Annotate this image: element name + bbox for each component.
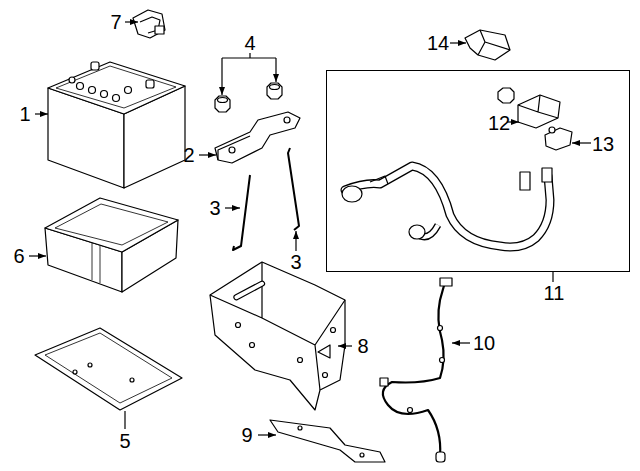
support-plate	[270, 420, 385, 462]
callout-number: 11	[544, 283, 565, 303]
assembly-box: 121311	[326, 70, 630, 272]
callout-number: 8	[357, 336, 368, 356]
callout-number: 4	[244, 33, 255, 53]
leader-lines	[29, 22, 591, 435]
callout-number: 13	[592, 134, 614, 154]
callout-number: 3	[290, 252, 301, 272]
battery-bracket	[210, 262, 345, 410]
callout-number: 6	[13, 246, 24, 266]
hold-down-rod	[233, 148, 299, 250]
callout-number: 12	[488, 113, 510, 133]
wiring-harness	[380, 278, 452, 462]
terminal-sensor	[133, 10, 165, 38]
callout-number: 10	[473, 333, 495, 353]
callout-number: 1	[19, 104, 30, 124]
battery	[48, 62, 185, 188]
callout-number: 9	[241, 425, 252, 445]
terminal-cover	[465, 30, 510, 60]
battery-tray	[45, 198, 178, 292]
tray-plate	[35, 328, 182, 410]
nut	[215, 83, 282, 112]
callout-number: 3	[209, 198, 220, 218]
callout-number: 14	[427, 33, 449, 53]
callout-number: 5	[119, 431, 130, 451]
callout-number: 2	[183, 145, 194, 165]
battery-cable	[342, 88, 572, 247]
hold-down-bracket	[215, 112, 300, 163]
callout-number: 7	[110, 12, 121, 32]
